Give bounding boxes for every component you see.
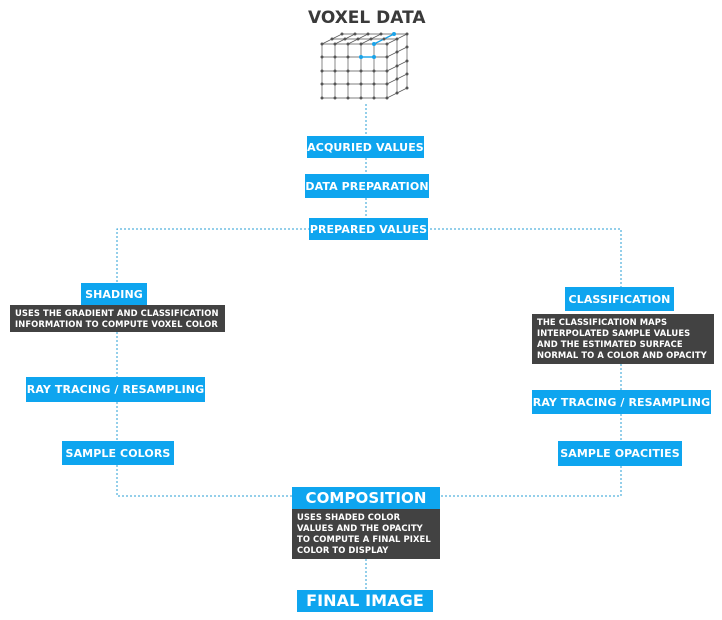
diagram-title: VOXEL DATA [308,8,426,28]
shading-note-line: INFORMATION TO COMPUTE VOXEL COLOR [15,319,218,329]
voxel-cube-icon [320,32,409,100]
composition-note-line: VALUES AND THE OPACITY [297,523,423,533]
shading-note-line: USES THE GRADIENT AND CLASSIFICATION [15,308,219,318]
data-preparation-box: DATA PREPARATION [305,174,429,198]
connector-prepared-to-shading [116,228,310,283]
ray-tracing-right-box: RAY TRACING / RESAMPLING [532,390,711,414]
composition-note-line: COLOR TO DISPLAY [297,545,389,555]
final-image-box: FINAL IMAGE [297,590,433,612]
classification-note-line: NORMAL TO A COLOR AND OPACITY [537,350,707,360]
sample-opacities-box: SAMPLE OPACITIES [558,441,682,466]
acquired-values-box: ACQURIED VALUES [307,136,424,158]
composition-note-line: TO COMPUTE A FINAL PIXEL [297,534,431,544]
composition-box: COMPOSITION [292,487,440,509]
ray-tracing-left-box: RAY TRACING / RESAMPLING [26,377,205,402]
connector-opacities-to-composition [440,466,622,497]
connector-prepared-to-classification [426,228,622,287]
composition-note: USES SHADED COLOR VALUES AND THE OPACITY… [292,509,440,559]
classification-box: CLASSIFICATION [565,287,674,311]
connector-colors-to-composition [116,465,292,497]
sample-colors-box: SAMPLE COLORS [62,441,174,465]
shading-box: SHADING [81,283,147,305]
composition-note-line: USES SHADED COLOR [297,512,401,522]
classification-note-line: THE CLASSIFICATION MAPS [537,317,668,327]
prepared-values-box: PREPARED VALUES [309,218,428,240]
classification-note-line: AND THE ESTIMATED SURFACE [537,339,683,349]
classification-note: THE CLASSIFICATION MAPS INTERPOLATED SAM… [532,314,714,364]
classification-note-line: INTERPOLATED SAMPLE VALUES [537,328,691,338]
shading-note: USES THE GRADIENT AND CLASSIFICATION INF… [10,305,225,332]
